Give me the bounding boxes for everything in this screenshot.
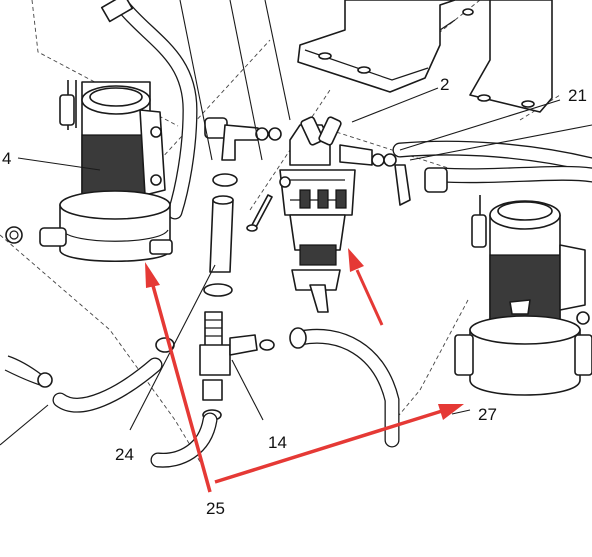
fuel-pump-right xyxy=(454,195,592,396)
arrowhead-25-a xyxy=(145,262,160,288)
hose-upper-left xyxy=(100,0,198,220)
bolt xyxy=(246,194,273,232)
fuel-pump-left xyxy=(5,80,173,263)
label-part-14: 14 xyxy=(268,433,287,452)
arrowhead-filter xyxy=(348,248,364,272)
label-part-25: 25 xyxy=(206,499,225,518)
leader-lines xyxy=(0,0,592,446)
arrow-line-25-a xyxy=(150,281,212,493)
annotation-arrows xyxy=(145,248,464,493)
fuel-filter xyxy=(204,116,397,313)
arrow-line-25-b xyxy=(214,409,443,484)
mounting-bracket xyxy=(297,0,553,113)
label-part-21: 21 xyxy=(568,86,587,105)
label-part-4: 4 xyxy=(2,149,11,168)
label-part-2: 2 xyxy=(440,75,449,94)
arrow-line-filter xyxy=(355,269,384,326)
right-fittings xyxy=(392,140,592,206)
label-part-24: 24 xyxy=(115,445,134,464)
hose-lower-left xyxy=(4,355,218,468)
arrowhead-25-b xyxy=(438,404,464,420)
center-tubes xyxy=(155,173,275,421)
hose-right-curve xyxy=(289,327,400,448)
label-part-27: 27 xyxy=(478,405,497,424)
